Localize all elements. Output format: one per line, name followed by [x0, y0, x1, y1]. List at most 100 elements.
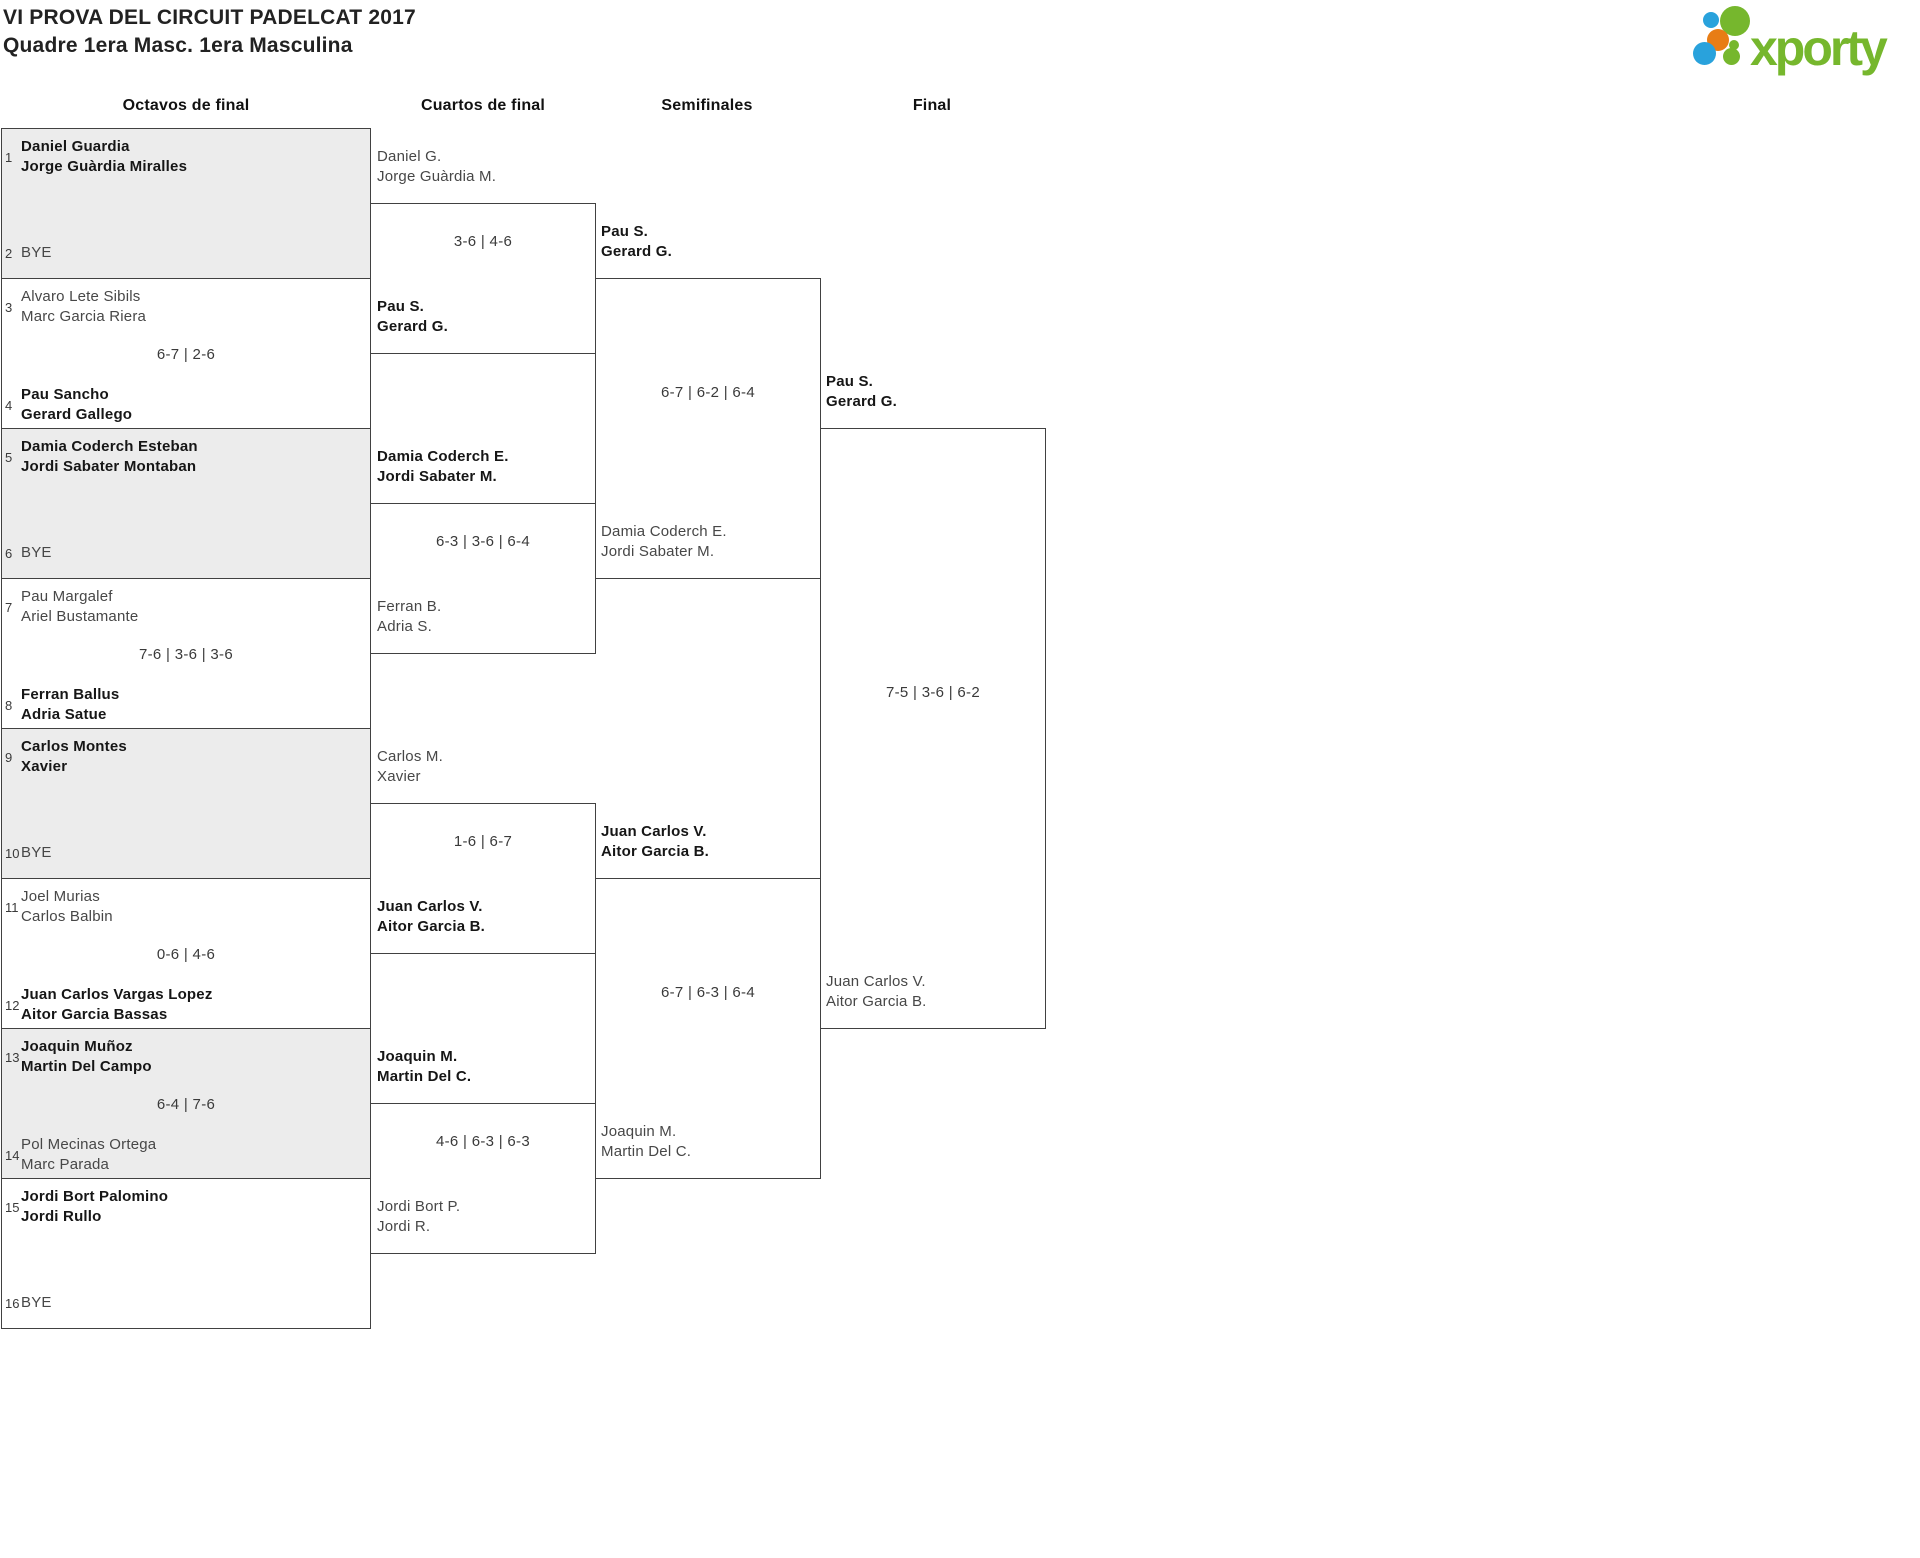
- advancing-team-label: Juan Carlos V.Aitor Garcia B.: [377, 897, 485, 937]
- player-name: Alvaro Lete Sibils: [21, 288, 141, 305]
- advancing-team-label: Pau S. Gerard G.: [826, 372, 897, 412]
- seed-number: 4: [5, 397, 13, 413]
- player-name: Jordi Rullo: [21, 1208, 102, 1225]
- player-name: Ferran B.: [377, 598, 442, 615]
- logo-dot-green-tiny-icon: [1729, 40, 1739, 50]
- advancing-team-label: Pau S.Gerard G.: [601, 222, 672, 262]
- seed-number: 9: [5, 749, 13, 765]
- player-name: Damia Coderch Esteban: [21, 438, 198, 455]
- match-score: 7-5 | 3-6 | 6-2: [885, 684, 980, 701]
- player-name: Ariel Bustamante: [21, 608, 139, 625]
- player-name: BYE: [21, 1294, 52, 1311]
- player-name: Damia Coderch E.: [601, 523, 727, 540]
- page-title: VI PROVA DEL CIRCUIT PADELCAT 2017: [3, 6, 416, 29]
- player-name: BYE: [21, 244, 52, 261]
- advancing-team-label: Ferran B. Adria S.: [377, 597, 441, 637]
- team-players: BYE: [21, 243, 52, 263]
- seed-number: 12: [5, 997, 20, 1013]
- round-header-1: Octavos de final: [122, 97, 250, 114]
- seed-number: 8: [5, 697, 13, 713]
- player-name: Aitor Garcia B.: [826, 993, 927, 1010]
- player-name: Adria S.: [377, 618, 432, 635]
- logo-dot-blue-large-icon: [1693, 42, 1716, 65]
- player-name: Xavier: [21, 758, 68, 775]
- player-name: Marc Garcia Riera: [21, 308, 147, 325]
- player-name: Pau S.: [826, 373, 874, 390]
- seed-number: 7: [5, 599, 13, 615]
- seed-number: 13: [5, 1049, 20, 1065]
- logo-dot-green-small-icon: [1723, 48, 1740, 65]
- player-name: BYE: [21, 844, 52, 861]
- player-name: Pol Mecinas Ortega: [21, 1136, 157, 1153]
- advancing-team-label: Joaquin M.Martin Del C.: [601, 1122, 691, 1162]
- match-score: 4-6 | 6-3 | 6-3: [435, 1133, 530, 1150]
- seed-number: 1: [5, 149, 13, 165]
- player-name: Pau S.: [377, 298, 425, 315]
- player-name: Adria Satue: [21, 706, 107, 723]
- match-score: 6-7 | 6-3 | 6-4: [660, 984, 755, 1001]
- round-header-2: Cuartos de final: [420, 97, 546, 114]
- player-name: Pau Margalef: [21, 588, 113, 605]
- player-name: Gerard G.: [826, 393, 897, 410]
- match-score: 1-6 | 6-7: [453, 833, 513, 850]
- seed-number: 15: [5, 1199, 20, 1215]
- advancing-team-label: Pau S.Gerard G.: [377, 297, 448, 337]
- team-players: BYE: [21, 843, 52, 863]
- round-header-4: Final: [912, 97, 952, 114]
- player-name: Martin Del Campo: [21, 1058, 152, 1075]
- player-name: Joaquin M.: [601, 1123, 677, 1140]
- player-name: Daniel Guardia: [21, 138, 130, 155]
- advancing-team-label: Carlos M. Xavier: [377, 747, 443, 787]
- advancing-team-label: Juan Carlos V.Aitor Garcia B.: [601, 822, 709, 862]
- player-name: Jordi R.: [377, 1218, 431, 1235]
- logo-dot-blue-small-icon: [1703, 12, 1719, 28]
- team-row: 2 BYE: [2, 243, 370, 263]
- final-match-box: 7-5 | 3-6 | 6-2: [820, 428, 1046, 1029]
- player-name: Aitor Garcia Bassas: [21, 1006, 168, 1023]
- player-name: BYE: [21, 544, 52, 561]
- player-name: Damia Coderch E.: [377, 448, 509, 465]
- team-players: BYE: [21, 1293, 52, 1313]
- player-name: Carlos M.: [377, 748, 443, 765]
- team-players: BYE: [21, 543, 52, 563]
- advancing-team-label: Daniel G.Jorge Guàrdia M.: [377, 147, 496, 187]
- player-name: Xavier: [377, 768, 421, 785]
- seed-number: 10: [5, 845, 20, 861]
- player-name: Jordi Bort P.: [377, 1198, 461, 1215]
- player-name: Gerard Gallego: [21, 406, 133, 423]
- match-score: 0-6 | 4-6: [156, 946, 216, 963]
- player-name: Carlos Balbin: [21, 908, 113, 925]
- player-name: Jordi Bort Palomino: [21, 1188, 169, 1205]
- seed-number: 3: [5, 299, 13, 315]
- player-name: Aitor Garcia B.: [377, 918, 486, 935]
- seed-number: 2: [5, 245, 13, 261]
- seed-number: 5: [5, 449, 13, 465]
- player-name: Jordi Sabater Montaban: [21, 458, 197, 475]
- match-score: 7-6 | 3-6 | 3-6: [138, 646, 233, 663]
- advancing-team-label: Joaquin M.Martin Del C.: [377, 1047, 471, 1087]
